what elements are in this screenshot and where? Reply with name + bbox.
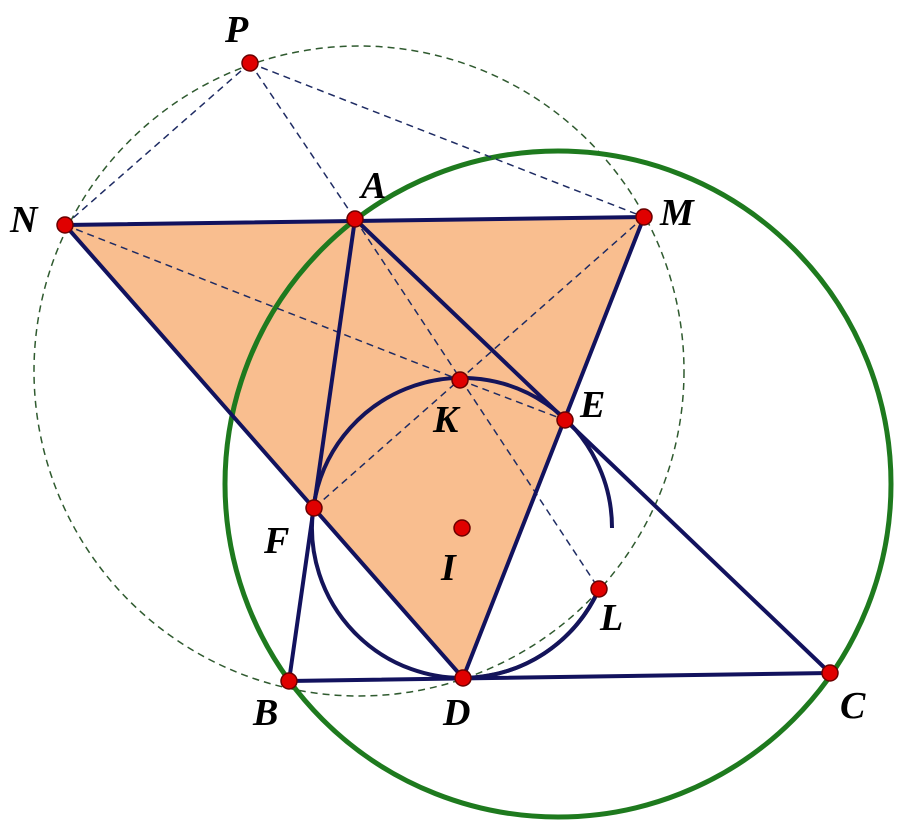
dashed-circle-npmb [33,45,685,697]
label-n: N [9,199,39,241]
point-a [346,210,364,228]
label-a: A [359,165,386,207]
label-d: D [442,692,470,734]
label-l: L [599,597,623,639]
dashed-segment-al [354,218,600,590]
point-p [241,54,259,72]
point-n [56,216,74,234]
segment-md [461,215,646,680]
point-d [454,669,472,687]
point-i [453,519,471,537]
segment-bc [287,671,832,683]
point-l [590,580,608,598]
dashed-segment-pa [249,62,356,220]
point-k [451,371,469,389]
label-p: P [224,9,249,51]
segment-nd [63,223,465,680]
point-b [280,672,298,690]
point-m [635,208,653,226]
dashed-segment-pm [249,62,645,218]
label-k: K [432,399,461,441]
dashed-segment-mf [313,216,645,509]
label-f: F [263,520,289,562]
triangle-nmd-fill [65,217,644,678]
label-c: C [840,685,866,727]
point-f [305,499,323,517]
label-b: B [252,692,278,734]
dashed-segment-ke [459,379,566,421]
dashed-segment-nk [64,224,461,381]
point-e [556,411,574,429]
dashed-segment-pn [64,62,251,226]
segment-ab [287,217,357,683]
label-i: I [440,547,457,589]
label-e: E [579,384,605,426]
circumcircle-abc [222,148,894,820]
point-c [821,664,839,682]
segment-ac [353,217,832,675]
label-m: M [659,192,695,234]
